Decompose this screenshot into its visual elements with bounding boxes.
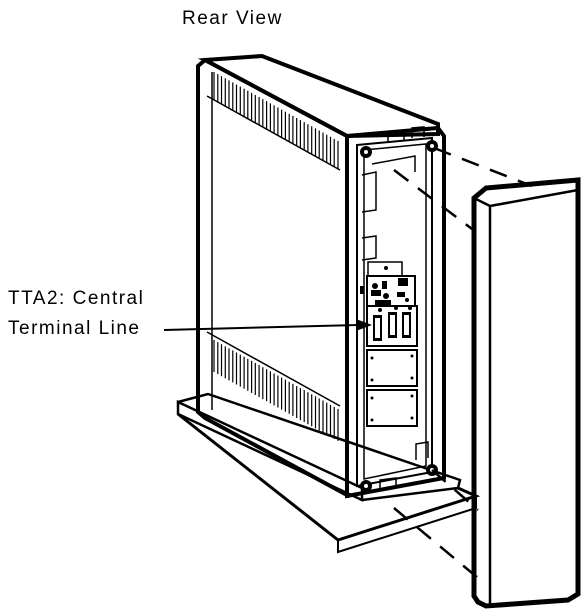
callout-leader-arrow xyxy=(163,319,372,331)
io-connector-panel xyxy=(360,261,418,347)
rear-cover-panel xyxy=(471,177,581,609)
lower-vent-slots xyxy=(213,340,339,441)
diagram-title: Rear View xyxy=(182,8,283,29)
upper-vent-slots xyxy=(213,72,339,169)
callout-label-line-2: Terminal Line xyxy=(8,318,141,339)
rear-frame xyxy=(345,125,446,499)
alignment-dashed-lines xyxy=(393,146,533,579)
callout-label-line-1: TTA2: Central xyxy=(8,288,145,309)
blank-slot-covers xyxy=(366,349,418,427)
